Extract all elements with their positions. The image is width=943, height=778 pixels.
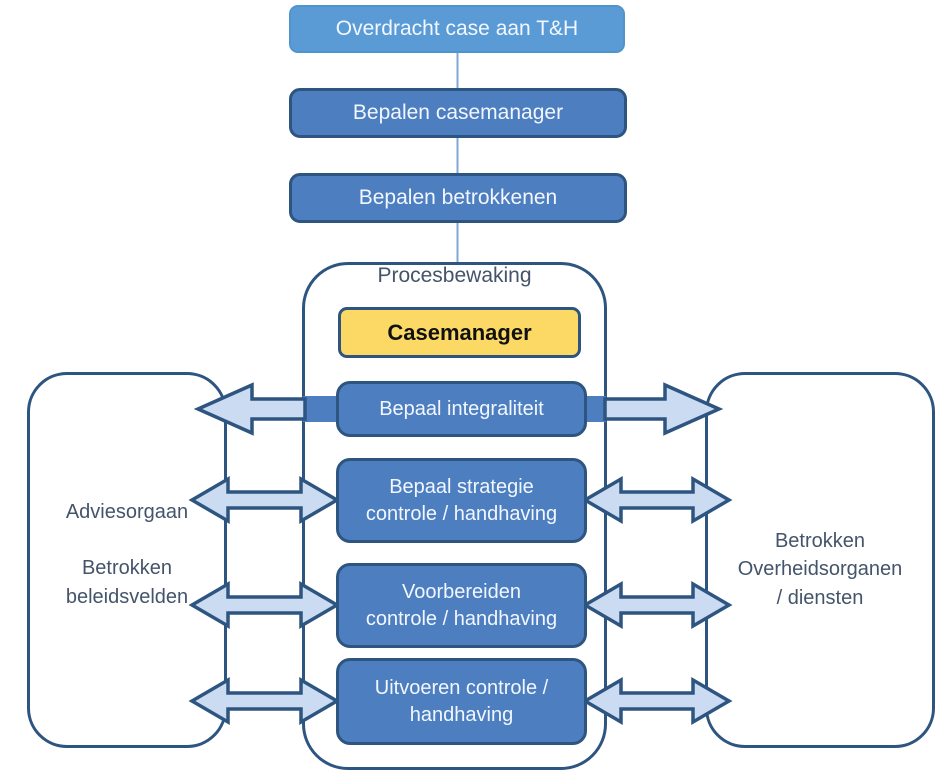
step-label-line: handhaving [409,703,514,726]
casemanager-box: Casemanager [338,307,581,358]
left-panel-line: Betrokken [81,557,173,580]
left-advisory-container [27,372,227,748]
step-label: Uitvoeren controle / handhaving [375,675,548,729]
step-label-line: controle / handhaving [365,502,558,525]
dark-shaft-right [584,396,606,422]
step-label-line: Uitvoeren controle / [374,676,549,699]
flow-box-label: Bepalen casemanager [352,101,564,124]
left-panel-label: Adviesorgaan Betrokken beleidsvelden [27,498,227,611]
arrow-right-double-icon [581,475,733,525]
step-label: Bepaal strategie controle / handhaving [366,474,557,528]
right-panel-line: Overheidsorganen [737,558,903,581]
right-panel-line: / diensten [776,586,864,609]
step-voorbereiden: Voorbereiden controle / handhaving [336,563,587,648]
flow-box-overdracht: Overdracht case aan T&H [289,5,625,53]
left-panel-line: Adviesorgaan [65,501,189,523]
step-label: Voorbereiden controle / handhaving [366,579,557,633]
left-panel-line: beleidsvelden [65,585,189,608]
dark-shaft-left [303,396,338,422]
procesbewaking-title: Procesbewaking [377,264,532,287]
casemanager-label: Casemanager [387,319,532,345]
right-government-container [705,372,935,748]
step-bepaal-strategie: Bepaal strategie controle / handhaving [336,458,587,543]
step-label: Bepaal integraliteit [379,397,544,420]
flow-box-label: Overdracht case aan T&H [335,17,579,40]
right-panel-line: Betrokken [774,530,866,552]
step-label-line: Bepaal strategie [389,475,534,498]
step-label-line: Voorbereiden [402,580,521,603]
flow-box-bepalen-betrokkenen: Bepalen betrokkenen [289,173,627,223]
arrow-left-single-icon [193,382,307,436]
arrow-right-double-icon [581,676,733,726]
right-panel-label: Betrokken Overheidsorganen / diensten [705,527,935,612]
flow-box-label: Bepalen betrokkenen [358,186,558,209]
step-bepaal-integraliteit: Bepaal integraliteit [336,381,587,437]
step-label-line: controle / handhaving [365,607,558,630]
arrow-right-single-icon [603,382,724,436]
flow-box-bepalen-casemanager: Bepalen casemanager [289,88,627,138]
step-uitvoeren: Uitvoeren controle / handhaving [336,658,587,745]
arrow-right-double-icon [581,580,733,630]
arrow-left-double-icon [188,676,341,726]
